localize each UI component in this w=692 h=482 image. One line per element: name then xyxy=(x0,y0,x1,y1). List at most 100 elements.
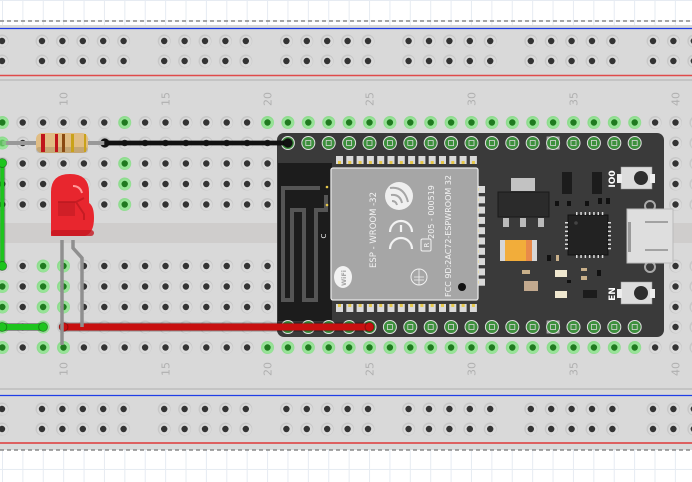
terminal-hole[interactable] xyxy=(118,280,132,293)
rail-hole[interactable] xyxy=(55,402,69,416)
rail-hole[interactable] xyxy=(524,422,538,436)
terminal-hole[interactable] xyxy=(97,157,111,170)
terminal-hole[interactable] xyxy=(179,198,193,211)
esp32-header-pin[interactable] xyxy=(342,136,357,150)
rail-hole[interactable] xyxy=(483,54,497,68)
terminal-hole[interactable] xyxy=(403,341,417,354)
terminal-hole[interactable] xyxy=(220,341,234,354)
terminal-hole[interactable] xyxy=(138,300,152,314)
esp32-header-pin[interactable] xyxy=(382,136,397,150)
terminal-hole[interactable] xyxy=(669,136,682,150)
terminal-hole[interactable] xyxy=(36,177,50,191)
rail-hole[interactable] xyxy=(218,422,232,436)
rail-hole[interactable] xyxy=(463,54,477,68)
rail-hole[interactable] xyxy=(157,54,171,68)
rail-hole[interactable] xyxy=(666,54,680,68)
rail-hole[interactable] xyxy=(483,34,497,48)
terminal-hole[interactable] xyxy=(138,198,152,211)
rail-hole[interactable] xyxy=(361,422,375,436)
rail-hole[interactable] xyxy=(605,34,619,48)
rail-hole[interactable] xyxy=(320,402,334,416)
terminal-hole[interactable] xyxy=(0,116,9,129)
rail-hole[interactable] xyxy=(96,402,110,416)
terminal-hole[interactable] xyxy=(199,341,213,354)
esp32-header-pin[interactable] xyxy=(607,320,622,334)
terminal-hole[interactable] xyxy=(199,259,213,273)
rail-hole[interactable] xyxy=(218,402,232,416)
rail-hole[interactable] xyxy=(402,422,416,436)
terminal-hole[interactable] xyxy=(159,198,172,211)
rail-hole[interactable] xyxy=(565,34,579,48)
rail-hole[interactable] xyxy=(55,34,69,48)
rail-hole[interactable] xyxy=(55,54,69,68)
rail-hole[interactable] xyxy=(442,402,456,416)
terminal-hole[interactable] xyxy=(628,116,642,129)
rail-hole[interactable] xyxy=(198,34,212,48)
terminal-hole[interactable] xyxy=(159,177,172,191)
terminal-hole[interactable] xyxy=(261,341,274,354)
rail-hole[interactable] xyxy=(157,422,171,436)
rail-hole[interactable] xyxy=(157,402,171,416)
terminal-hole[interactable] xyxy=(383,341,397,354)
rail-hole[interactable] xyxy=(544,54,558,68)
terminal-hole[interactable] xyxy=(220,300,234,314)
rail-hole[interactable] xyxy=(239,422,253,436)
rail-hole[interactable] xyxy=(320,54,334,68)
rail-hole[interactable] xyxy=(0,34,9,48)
rail-hole[interactable] xyxy=(96,422,110,436)
rail-hole[interactable] xyxy=(320,422,334,436)
terminal-hole[interactable] xyxy=(240,177,254,191)
rail-hole[interactable] xyxy=(422,54,436,68)
rail-hole[interactable] xyxy=(483,402,497,416)
terminal-hole[interactable] xyxy=(363,341,376,354)
terminal-hole[interactable] xyxy=(546,116,560,129)
terminal-hole[interactable] xyxy=(77,280,91,293)
terminal-hole[interactable] xyxy=(261,157,274,170)
terminal-hole[interactable] xyxy=(16,341,30,354)
terminal-hole[interactable] xyxy=(261,300,274,314)
rail-hole[interactable] xyxy=(666,402,680,416)
terminal-hole[interactable] xyxy=(322,116,336,129)
terminal-hole[interactable] xyxy=(485,341,499,354)
terminal-hole[interactable] xyxy=(138,177,152,191)
terminal-hole[interactable] xyxy=(159,259,172,273)
terminal-hole[interactable] xyxy=(281,341,295,354)
terminal-hole[interactable] xyxy=(16,259,30,273)
rail-hole[interactable] xyxy=(565,54,579,68)
rail-hole[interactable] xyxy=(605,402,619,416)
rail-hole[interactable] xyxy=(565,422,579,436)
terminal-hole[interactable] xyxy=(179,300,193,314)
terminal-hole[interactable] xyxy=(36,157,50,170)
rail-hole[interactable] xyxy=(361,54,375,68)
terminal-hole[interactable] xyxy=(261,177,274,191)
rail-hole[interactable] xyxy=(585,34,599,48)
rail-hole[interactable] xyxy=(76,34,90,48)
rail-hole[interactable] xyxy=(96,54,110,68)
terminal-hole[interactable] xyxy=(301,116,315,129)
rail-hole[interactable] xyxy=(198,402,212,416)
rail-hole[interactable] xyxy=(341,54,355,68)
terminal-hole[interactable] xyxy=(138,116,152,129)
terminal-hole[interactable] xyxy=(0,300,9,314)
rail-hole[interactable] xyxy=(178,422,192,436)
terminal-hole[interactable] xyxy=(57,157,70,170)
rail-hole[interactable] xyxy=(117,402,131,416)
terminal-hole[interactable] xyxy=(118,259,132,273)
rail-hole[interactable] xyxy=(361,402,375,416)
rail-hole[interactable] xyxy=(524,54,538,68)
rail-hole[interactable] xyxy=(55,422,69,436)
rail-hole[interactable] xyxy=(198,422,212,436)
terminal-hole[interactable] xyxy=(444,116,458,129)
terminal-hole[interactable] xyxy=(220,280,234,293)
terminal-hole[interactable] xyxy=(16,177,30,191)
terminal-hole[interactable] xyxy=(322,341,336,354)
terminal-hole[interactable] xyxy=(118,157,132,170)
terminal-hole[interactable] xyxy=(403,116,417,129)
esp32-header-pin[interactable] xyxy=(586,320,601,334)
rail-hole[interactable] xyxy=(585,54,599,68)
terminal-hole[interactable] xyxy=(97,177,111,191)
esp32-header-pin[interactable] xyxy=(444,320,459,334)
terminal-hole[interactable] xyxy=(220,259,234,273)
terminal-hole[interactable] xyxy=(301,341,315,354)
rail-hole[interactable] xyxy=(178,34,192,48)
